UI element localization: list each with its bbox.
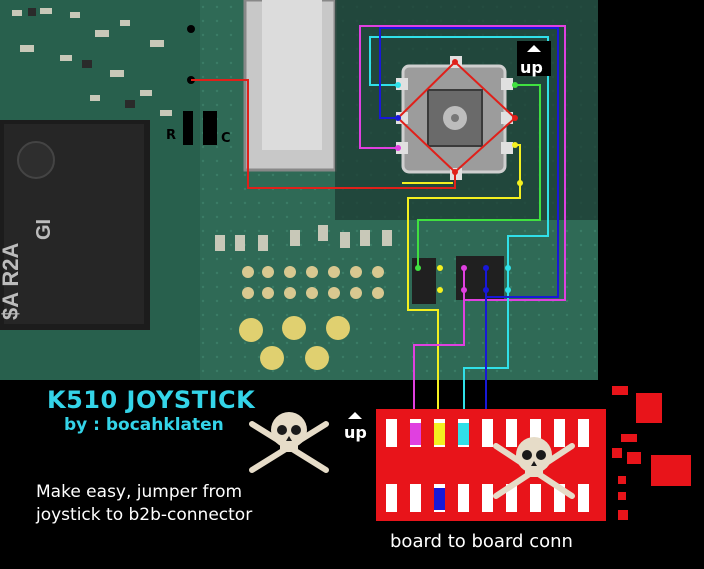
resistor-label: R <box>166 128 177 143</box>
joystick-module <box>396 56 513 180</box>
b2b-connector <box>376 409 606 521</box>
skull-crossbones-icon-2 <box>493 437 575 499</box>
description-line-1: Make easy, jumper from <box>36 482 243 502</box>
skull-crossbones-icon <box>249 412 329 473</box>
svg-text:$A R2A: $A R2A <box>0 242 23 320</box>
wire-junctions <box>395 59 523 293</box>
up-arrow-icon-bottom <box>348 412 362 419</box>
up-arrow-icon <box>517 41 551 76</box>
decorative-squares <box>612 386 691 520</box>
up-label-bottom: up <box>344 423 367 442</box>
up-label-top: up <box>520 58 543 77</box>
svg-text:GI: GI <box>33 219 55 240</box>
capacitor-label: C <box>221 131 231 146</box>
connector-label: board to board conn <box>390 531 573 552</box>
description-line-2: joystick to b2b-connector <box>36 505 253 525</box>
byline: by : bocahklaten <box>64 415 224 435</box>
title: K510 JOYSTICK <box>47 386 256 414</box>
